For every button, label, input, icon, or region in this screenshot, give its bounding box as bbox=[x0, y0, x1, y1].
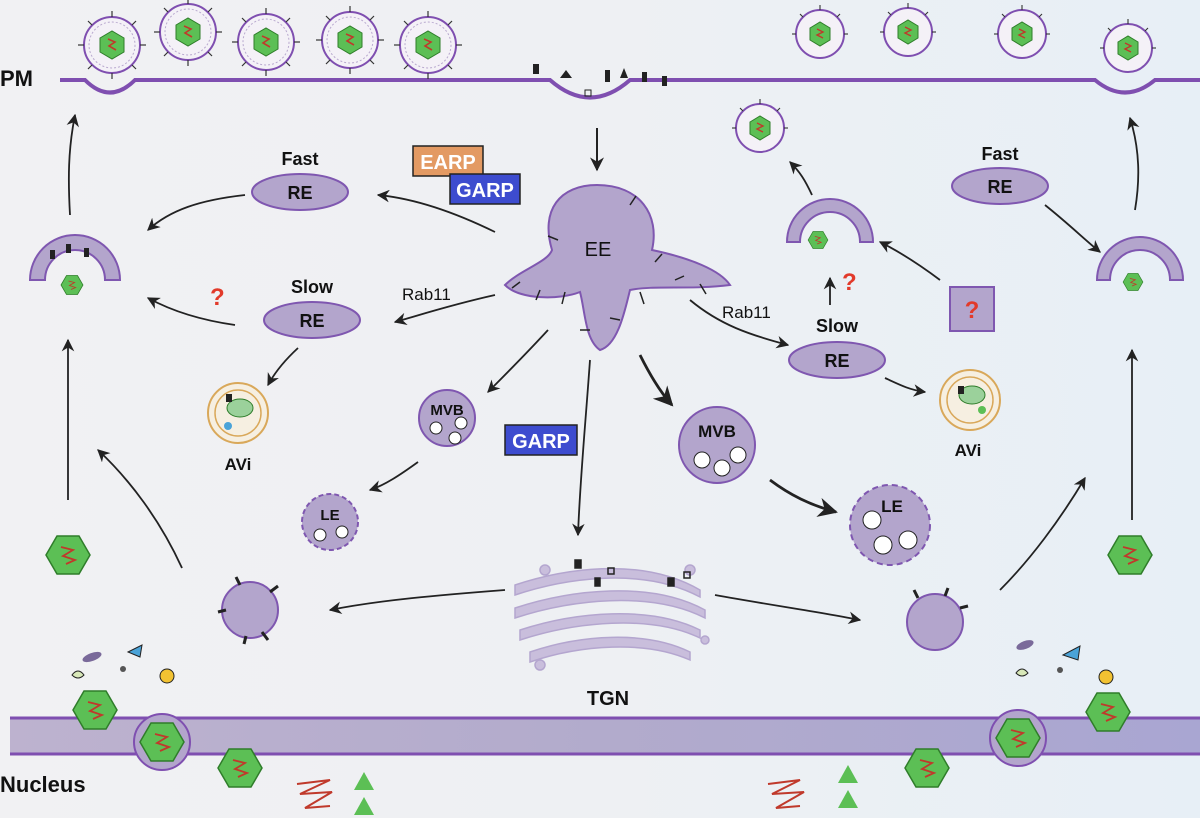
arrow-tgn-to-vesicle-left bbox=[328, 589, 506, 614]
svg-text:LE: LE bbox=[881, 497, 903, 516]
earp-box: EARP bbox=[412, 145, 484, 177]
arrow-vesicle-to-compartment-left bbox=[97, 449, 183, 569]
recycling-endosome-fast-right: RE bbox=[951, 167, 1049, 205]
tegument-proteins-right bbox=[1015, 640, 1114, 685]
autophagic-vacuole-right bbox=[939, 369, 1001, 431]
arrow-ee-to-mvb-left bbox=[487, 329, 549, 393]
plasma-membrane bbox=[60, 64, 1200, 100]
recycling-endosome-slow-left: RE bbox=[263, 301, 361, 339]
arrow-vesicle-to-compartment-right bbox=[999, 476, 1086, 591]
tegument-proteins-left bbox=[71, 644, 175, 684]
svg-text:GARP: GARP bbox=[512, 431, 570, 453]
svg-text:RE: RE bbox=[824, 351, 849, 371]
arrow-ee-to-slow-re bbox=[393, 294, 496, 326]
late-endosome-left: LE bbox=[301, 493, 359, 551]
arrow-left-to-pm bbox=[66, 113, 79, 216]
question-mark-left: ? bbox=[210, 284, 225, 311]
mvb-right: MVB bbox=[678, 406, 756, 484]
arrow-fast-re-to-compartment-right bbox=[1044, 204, 1101, 253]
arrow-slow-re-to-avi bbox=[267, 347, 299, 387]
pathway-arrows bbox=[61, 113, 1140, 624]
svg-text:?: ? bbox=[965, 297, 980, 324]
ee-label: EE bbox=[585, 239, 612, 261]
svg-text:MVB: MVB bbox=[430, 402, 464, 419]
arrow-question-box-to-compartment bbox=[878, 241, 941, 281]
rab11-label-right: Rab11 bbox=[722, 303, 771, 322]
svg-text:RE: RE bbox=[299, 311, 324, 331]
slow-label-left: Slow bbox=[291, 277, 334, 297]
svg-text:RE: RE bbox=[287, 183, 312, 203]
mvb-left: MVB bbox=[418, 389, 476, 447]
late-endosome-right: LE bbox=[849, 484, 931, 566]
svg-text:EARP: EARP bbox=[420, 152, 476, 174]
question-mark-right: ? bbox=[842, 269, 857, 296]
avi-label-left: AVi bbox=[225, 455, 252, 474]
arrow-ee-to-mvb-right bbox=[638, 354, 674, 407]
svg-text:RE: RE bbox=[987, 177, 1012, 197]
fast-label-right: Fast bbox=[981, 144, 1018, 164]
assembly-compartment-left bbox=[28, 234, 122, 295]
fast-label-left: Fast bbox=[281, 149, 318, 169]
viral-genome-left bbox=[296, 772, 374, 815]
secretory-vesicle-left bbox=[217, 576, 279, 645]
trans-golgi-network bbox=[514, 559, 710, 671]
pm-label: PM bbox=[0, 66, 33, 91]
arrow-mvb-to-le-right bbox=[769, 478, 838, 517]
recycling-endosome-slow-right: RE bbox=[788, 341, 886, 379]
svg-text:LE: LE bbox=[320, 507, 339, 524]
early-endosome bbox=[503, 183, 732, 352]
arrow-compartment-to-pm-right bbox=[1127, 116, 1140, 211]
avi-label-right: AVi bbox=[955, 441, 982, 460]
perinuclear-virion-right bbox=[989, 709, 1047, 767]
arrow-mvb-to-le-left bbox=[368, 461, 419, 493]
assembly-compartment-mid bbox=[785, 198, 875, 249]
question-box-right: ? bbox=[949, 286, 995, 332]
arrow-fast-re-to-compartment bbox=[147, 194, 246, 231]
slow-label-right: Slow bbox=[816, 316, 859, 336]
autophagic-vacuole-left bbox=[207, 382, 269, 444]
viral-genome-right bbox=[767, 765, 858, 809]
arrow-slow-re-to-avi-right bbox=[884, 377, 927, 397]
arrow-ee-to-tgn bbox=[572, 359, 591, 537]
assembly-compartment-right bbox=[1095, 236, 1185, 291]
secretory-vesicle-right bbox=[906, 587, 969, 651]
nucleus-label: Nucleus bbox=[0, 772, 86, 797]
arrow-slow-re-to-compartment bbox=[146, 297, 236, 326]
recycling-endosome-fast-left: RE bbox=[251, 173, 349, 211]
rab11-label-left: Rab11 bbox=[402, 285, 451, 304]
svg-text:GARP: GARP bbox=[456, 180, 514, 202]
arrow-ee-to-fast-re bbox=[376, 189, 496, 233]
tgn-label: TGN bbox=[587, 688, 629, 710]
perinuclear-virion-left bbox=[133, 713, 191, 771]
garp-box-mid: GARP bbox=[504, 424, 578, 456]
svg-text:MVB: MVB bbox=[698, 422, 736, 441]
arrow-ee-to-slow-re-right bbox=[689, 299, 790, 349]
arrow-tgn-to-vesicle-right bbox=[714, 594, 862, 624]
arrow-compartment-to-virion bbox=[789, 161, 813, 196]
garp-box-top: GARP bbox=[449, 173, 521, 205]
